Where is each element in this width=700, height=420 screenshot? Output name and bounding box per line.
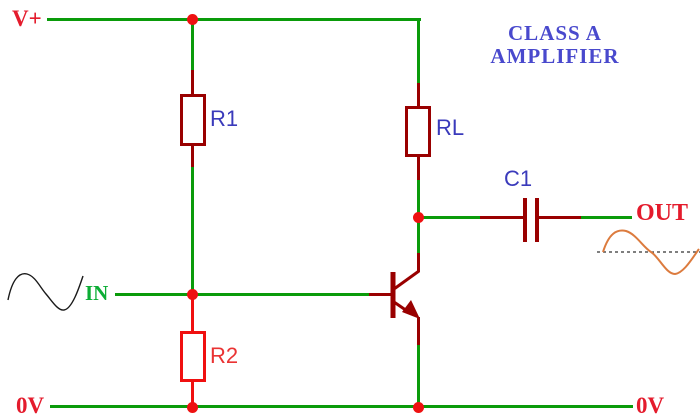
rl-bottom-lead xyxy=(417,157,420,180)
emitter-lead xyxy=(417,317,420,345)
r2-top-lead xyxy=(191,294,194,332)
transistor-collector-diagonal xyxy=(393,269,420,291)
output-wire-green-left xyxy=(420,216,480,219)
output-wire-green-right xyxy=(581,216,632,219)
zero-v-left-label: 0V xyxy=(16,393,45,418)
r1-top-lead xyxy=(191,70,194,95)
collector-wire-green xyxy=(417,217,420,253)
r1-label: R1 xyxy=(210,106,239,131)
rl-top-wire-green xyxy=(417,19,420,83)
resistor-rl xyxy=(405,106,431,157)
r2-label: R2 xyxy=(210,343,239,368)
diagram-title-line2: AMPLIFIER xyxy=(490,44,620,68)
input-sine-wave xyxy=(7,273,84,311)
c1-left-lead xyxy=(480,216,523,219)
input-label: IN xyxy=(85,281,109,305)
base-wire-green xyxy=(115,293,369,296)
rl-to-node-wire xyxy=(417,180,420,217)
junction-dot-output xyxy=(413,212,424,223)
junction-dot-base xyxy=(187,289,198,300)
base-lead xyxy=(369,293,391,296)
r1-to-base-wire xyxy=(191,167,194,294)
ground-rail-wire xyxy=(50,405,633,408)
diagram-title: CLASS A AMPLIFIER xyxy=(455,22,655,68)
rl-label: RL xyxy=(436,115,465,140)
resistor-r2 xyxy=(180,331,206,382)
output-sine-wave xyxy=(602,229,700,276)
capacitor-c1-right-plate xyxy=(535,198,539,242)
capacitor-c1-left-plate xyxy=(523,198,527,242)
c1-label: C1 xyxy=(504,166,533,191)
emitter-wire-green xyxy=(417,345,420,407)
r1-top-wire-green xyxy=(191,19,194,70)
rl-top-lead xyxy=(417,83,420,106)
resistor-r1 xyxy=(180,94,206,146)
junction-dot-ground-left xyxy=(187,402,198,413)
npn-transistor xyxy=(390,269,420,319)
zero-v-right-label: 0V xyxy=(636,393,665,418)
diagram-title-line1: CLASS A xyxy=(508,21,602,45)
junction-dot-ground-right xyxy=(413,402,424,413)
vplus-label: V+ xyxy=(12,6,42,31)
c1-right-lead xyxy=(539,216,581,219)
r1-bottom-lead xyxy=(191,146,194,167)
collector-lead xyxy=(417,253,420,272)
vplus-rail-wire xyxy=(47,18,421,21)
junction-dot-vplus xyxy=(187,14,198,25)
r2-bottom-lead xyxy=(191,382,194,407)
output-label: OUT xyxy=(636,200,689,226)
transistor-emitter-diagonal xyxy=(393,300,411,315)
